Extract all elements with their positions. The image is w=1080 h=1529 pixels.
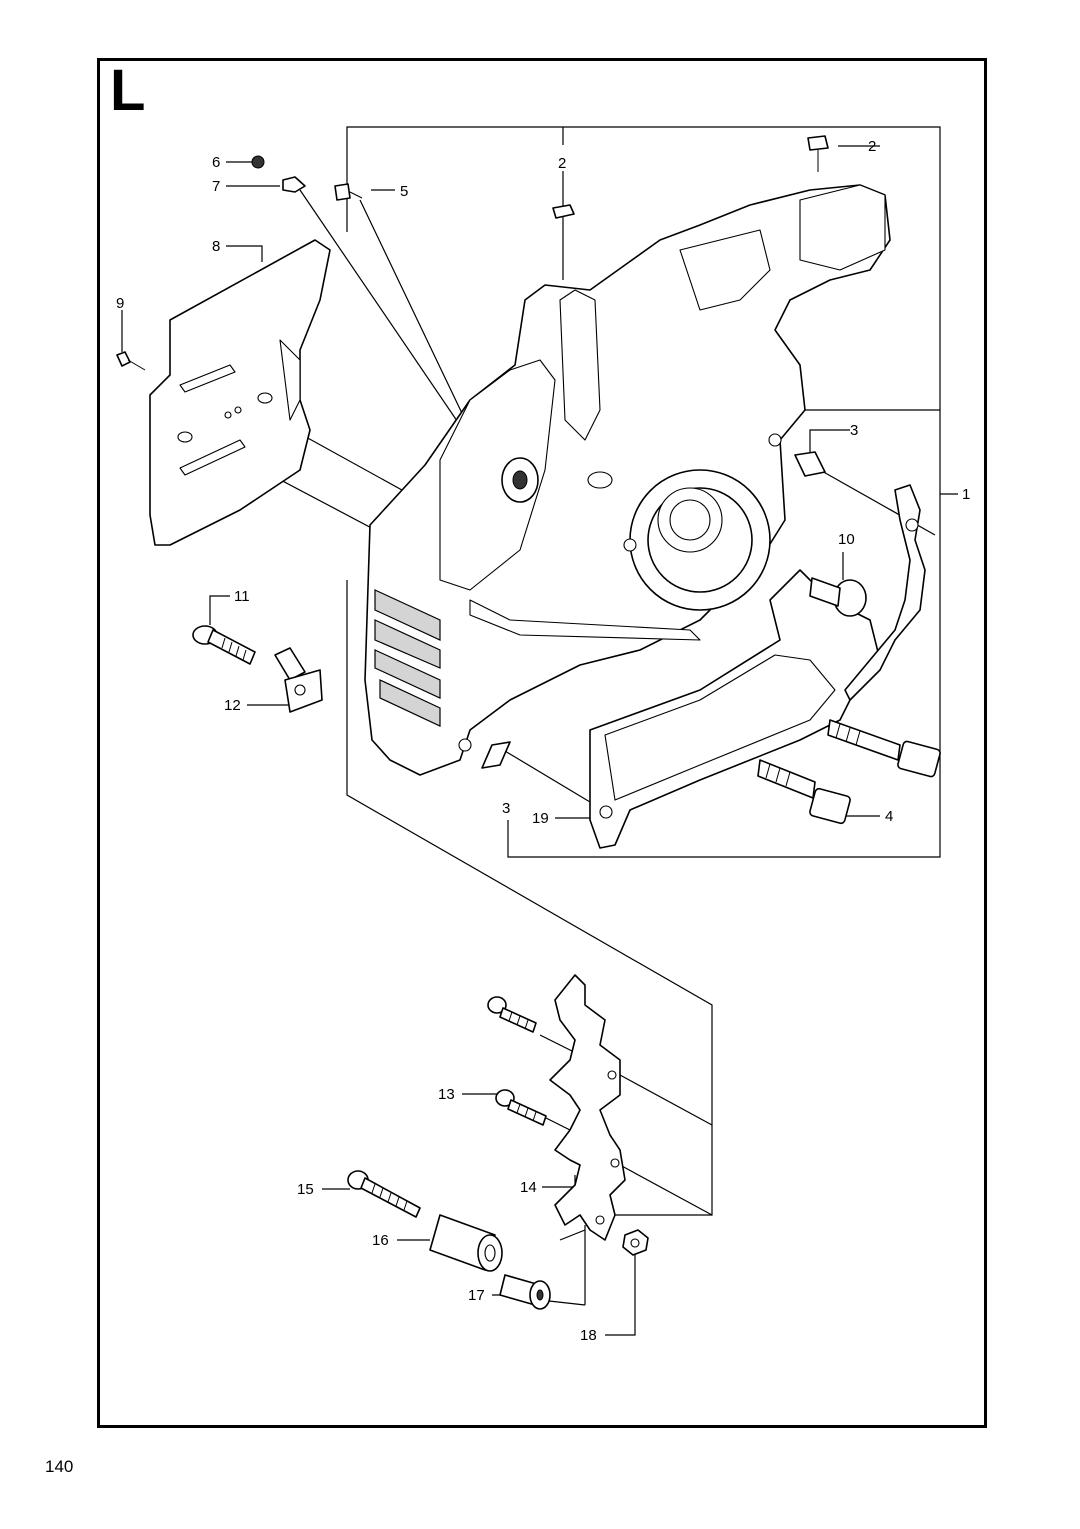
section-letter: L [110, 58, 146, 123]
callout-13: 13 [438, 1086, 455, 1103]
crankcase [364, 184, 891, 776]
callout-15: 15 [297, 1181, 314, 1198]
bolt-11 [192, 625, 256, 665]
page-number: 140 [45, 1457, 74, 1476]
gasket [589, 569, 881, 849]
callout-3a: 3 [850, 422, 858, 439]
callout-2b: 2 [868, 138, 876, 155]
screws-13 [487, 996, 547, 1126]
callout-5: 5 [400, 183, 408, 200]
callout-9: 9 [116, 295, 124, 312]
callout-labels: 6 7 5 8 9 2 2 3 1 10 11 12 3 19 4 13 14 … [116, 138, 970, 1344]
nut-18 [622, 1229, 649, 1256]
callout-3b: 3 [502, 800, 510, 817]
callout-12: 12 [224, 697, 241, 714]
small-fasteners [116, 155, 363, 371]
screws-top [552, 135, 829, 240]
callout-11: 11 [234, 588, 250, 605]
callout-19: 19 [532, 810, 549, 827]
callout-4: 4 [885, 808, 893, 825]
plug-10 [809, 577, 867, 617]
cover-plate [149, 239, 331, 546]
callout-2a: 2 [558, 155, 566, 172]
diagram-frame [97, 58, 987, 1428]
spacer-17 [499, 1274, 551, 1310]
callout-10: 10 [838, 531, 855, 548]
callout-6: 6 [212, 154, 220, 171]
side-seal [844, 484, 926, 701]
callout-8: 8 [212, 238, 220, 255]
sleeves [481, 451, 826, 769]
bumper-spike [549, 974, 626, 1241]
group-brackets [346, 126, 941, 1216]
callout-1: 1 [962, 486, 970, 503]
bolts-4 [757, 719, 941, 825]
sleeve-16 [429, 1214, 503, 1272]
clamp-12 [274, 647, 323, 713]
callout-14: 14 [520, 1179, 537, 1196]
callout-7: 7 [212, 178, 220, 195]
callout-17: 17 [468, 1287, 485, 1304]
callout-16: 16 [372, 1232, 389, 1249]
callout-18: 18 [580, 1327, 597, 1344]
bolt-15 [347, 1170, 421, 1218]
